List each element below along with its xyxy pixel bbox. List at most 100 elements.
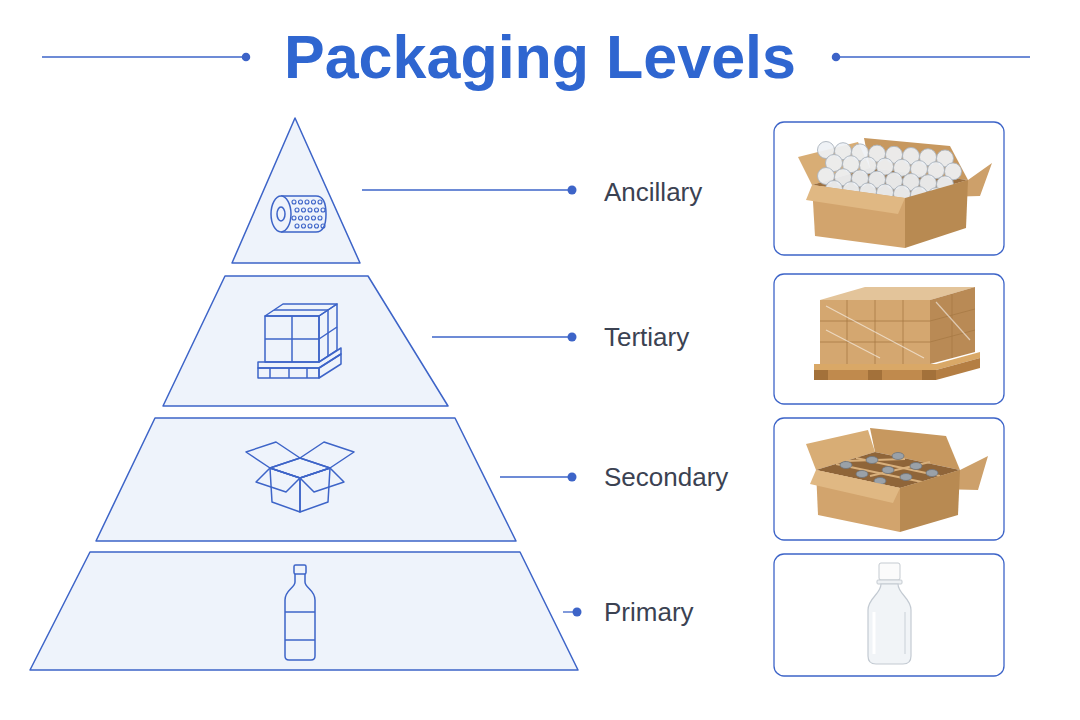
bottle-icon-part	[285, 574, 315, 660]
roll-dot	[308, 224, 312, 228]
roll-dot	[292, 216, 296, 220]
roll-dot	[299, 200, 303, 204]
roll-dot	[315, 208, 319, 212]
pallet-photo-part-part	[826, 330, 880, 358]
leader-line-part	[568, 333, 577, 342]
roll-dot	[305, 216, 309, 220]
band-shape	[230, 116, 362, 265]
band-outline	[96, 418, 516, 541]
level-label: Ancillary	[604, 177, 702, 207]
pallet-photo-part	[826, 302, 970, 358]
leader-line-part	[568, 186, 577, 195]
level-band: Secondary	[94, 416, 518, 543]
pallet-photo-part-part	[826, 306, 924, 358]
roll-dot	[321, 208, 325, 212]
bottle-photo-part	[879, 563, 900, 580]
bottle-case-photo-part-part	[870, 462, 930, 476]
photo-panel-part	[774, 418, 1004, 540]
band-outline	[163, 276, 448, 406]
open-box-icon-part	[300, 468, 344, 492]
pallet-photo-part	[820, 300, 930, 364]
bubble-box-photo-part	[905, 180, 968, 248]
level-band: Ancillary	[230, 116, 362, 265]
band-shape	[161, 274, 450, 408]
open-box-icon-part	[270, 458, 330, 478]
pallet-photo-part-part	[930, 309, 975, 321]
bottle-case-photo-part	[810, 470, 900, 503]
roll-dot	[302, 224, 306, 228]
pallet-icon-part	[319, 354, 341, 378]
pallet-icon-part	[258, 348, 341, 368]
bottle-case-photo-part-part	[882, 467, 894, 474]
pallet-photo-part	[820, 294, 975, 364]
band-shape	[28, 550, 580, 672]
roll-dot	[292, 200, 296, 204]
roll-dot	[299, 216, 303, 220]
roll-dot	[318, 216, 322, 220]
pallet-photo-part-part	[930, 330, 975, 342]
photo-panel	[774, 122, 1004, 676]
pallet-icon	[258, 304, 341, 378]
open-box-icon-part	[300, 442, 354, 468]
bottle-case-photo-part-part	[866, 457, 878, 464]
title-layer: Packaging Levels	[0, 22, 1080, 92]
pallet-icon-part	[269, 368, 271, 378]
title-rule-part	[833, 54, 840, 61]
leader-line-part	[573, 608, 582, 617]
pallet-photo-part-part	[820, 342, 930, 343]
bubble-box-photo-part	[806, 185, 905, 214]
roll-dot	[302, 208, 306, 212]
bottle-case-photo-part	[900, 470, 960, 532]
pallet-icon-part	[327, 310, 329, 356]
open-box-icon-part	[300, 468, 330, 512]
level-label: Secondary	[604, 462, 728, 492]
bottle-photo-part	[904, 612, 906, 654]
bubble-roll-icon-part	[281, 196, 326, 232]
roll-dot	[312, 200, 316, 204]
photo-panel-part	[774, 122, 1004, 255]
open-box-icon	[246, 442, 354, 512]
pallet-photo-part-part	[847, 300, 848, 364]
roll-dot	[308, 208, 312, 212]
pallet-icon-part	[265, 316, 319, 362]
pallet-photo-part-part	[936, 302, 970, 340]
bubble-roll-icon	[271, 196, 326, 232]
roll-dot	[318, 200, 322, 204]
photo-panel-part	[774, 274, 1004, 404]
pallet-photo-part	[936, 358, 980, 380]
pallet-photo-part-part	[903, 300, 904, 364]
pallet-icon-part	[258, 368, 319, 378]
bottle-icon-part	[294, 565, 306, 574]
leader-line-part	[362, 189, 572, 190]
pallet-photo	[814, 287, 980, 380]
bottle-icon-part	[285, 611, 315, 613]
bubble-roll-icon-part	[271, 196, 291, 232]
pallet-photo-part	[922, 370, 936, 380]
diagram-title: Packaging Levels	[0, 22, 1080, 92]
pallet-photo-part	[930, 287, 975, 364]
level-label: Tertiary	[604, 322, 689, 352]
title-rule-part	[836, 56, 1030, 58]
roll-dot	[295, 224, 299, 228]
bottle-photo	[868, 563, 911, 664]
bubble-roll-icon-part	[277, 207, 285, 221]
leader-line-part	[500, 476, 572, 477]
open-box-icon-part	[246, 442, 300, 468]
pallet-icon-part	[306, 368, 308, 378]
pallet-photo-part	[814, 370, 936, 380]
bottle-case-photo-part-part	[856, 471, 868, 478]
photo-panel-part	[774, 554, 1004, 676]
pallet-icon-part	[319, 327, 337, 339]
pallet-icon-part	[265, 304, 337, 316]
pallet-icon-part	[265, 338, 319, 340]
title-rule-part	[243, 54, 250, 61]
pallet-photo-part-part	[820, 321, 930, 322]
roll-dot	[295, 208, 299, 212]
bottle-case-photo-part-part	[840, 462, 852, 469]
pallet-photo-part	[814, 370, 828, 380]
bottle-icon	[285, 565, 315, 660]
roll-dot	[321, 224, 325, 228]
bottle-case-photo-part-part	[892, 453, 904, 460]
